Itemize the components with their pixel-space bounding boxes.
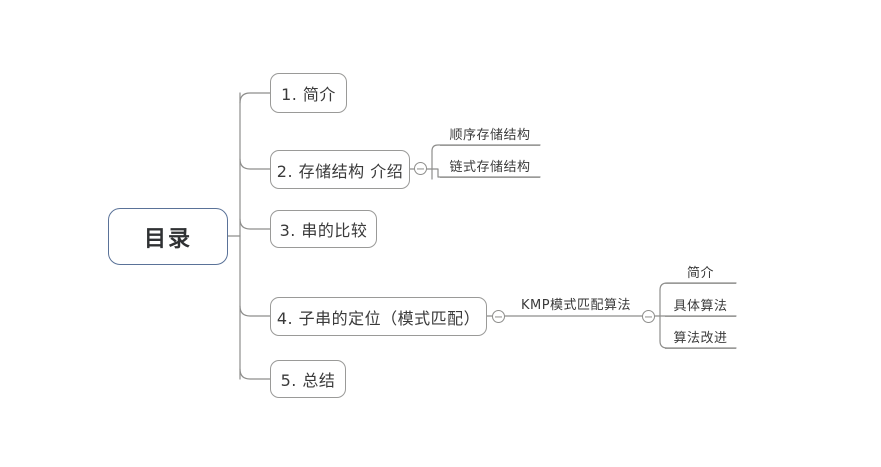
- branch-node-1-intro[interactable]: 1. 简介: [270, 73, 347, 113]
- branch-node-2-storage-structure[interactable]: 2. 存储结构 介绍: [270, 150, 410, 189]
- wire-branch-1: [239, 92, 271, 104]
- branch-node-4-substring-location[interactable]: 4. 子串的定位（模式匹配）: [270, 297, 487, 336]
- leaf-node-kmp-improvement[interactable]: 算法改进: [665, 327, 736, 349]
- wire-branch-3: [239, 218, 271, 230]
- label-node-kmp-algorithm[interactable]: KMP模式匹配算法: [520, 298, 632, 313]
- collapse-toggle-kmp-icon[interactable]: [642, 310, 655, 323]
- leaf-node-sequential-storage[interactable]: 顺序存储结构: [440, 124, 540, 146]
- collapse-toggle-pattern-match-icon[interactable]: [492, 310, 505, 323]
- leaf-node-linked-storage[interactable]: 链式存储结构: [440, 156, 540, 178]
- branch-node-5-summary[interactable]: 5. 总结: [270, 360, 346, 398]
- collapse-toggle-storage-icon[interactable]: [414, 162, 427, 175]
- wire-branch-2: [239, 158, 271, 170]
- wire-kmp-child-1: [659, 282, 737, 291]
- leaf-node-kmp-intro[interactable]: 简介: [665, 262, 736, 284]
- leaf-node-kmp-detailed-algorithm[interactable]: 具体算法: [665, 295, 736, 317]
- root-node[interactable]: 目录: [108, 208, 228, 265]
- branch-node-3-string-compare[interactable]: 3. 串的比较: [270, 210, 377, 248]
- wire-branch-4: [239, 305, 271, 317]
- wire-branch-5: [239, 368, 271, 380]
